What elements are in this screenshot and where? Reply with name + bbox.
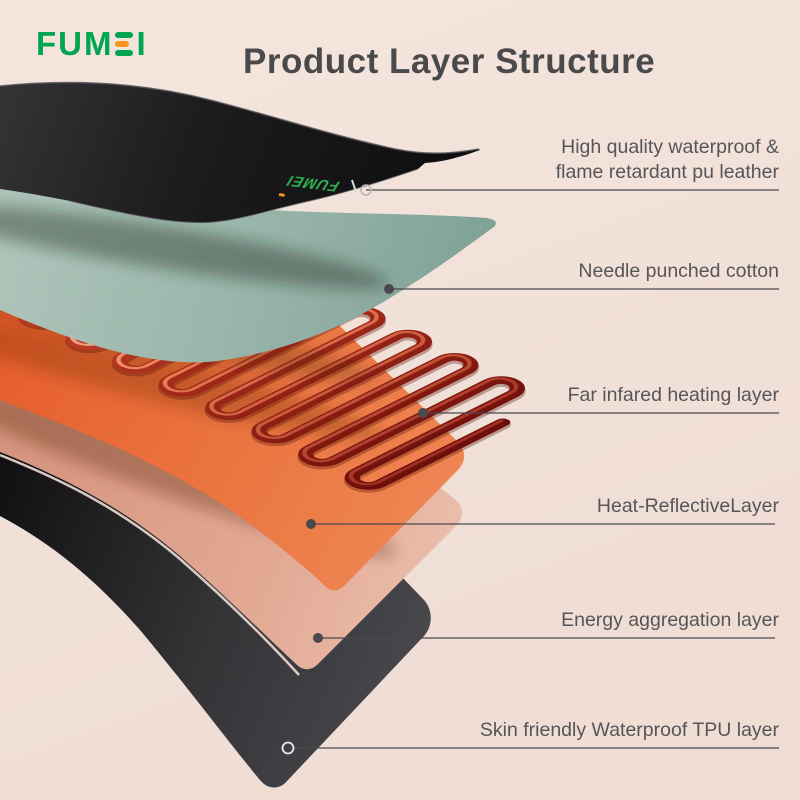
leader-dot-heating — [418, 408, 428, 418]
label-pu-leather-line1: High quality waterproof & — [561, 136, 779, 158]
label-heating: Far infared heating layer — [567, 384, 779, 406]
tpu-seam-highlight — [0, 453, 300, 676]
label-cotton: Needle punched cotton — [578, 260, 779, 282]
e-mid-bar-orange — [115, 40, 130, 47]
leader-dot-cotton — [384, 284, 394, 294]
page-title: Product Layer Structure — [243, 42, 656, 81]
layer-heating-coils — [18, 221, 526, 493]
leader-ring-leather — [360, 184, 372, 196]
surface-logo-accent — [278, 193, 285, 197]
label-aggregation: Energy aggregation layer — [561, 609, 779, 631]
leather-bottom-rim — [69, 168, 419, 224]
callout-lines — [288, 189, 779, 749]
brand-logo-text-tail: I — [136, 25, 148, 62]
e-top-bar — [115, 31, 134, 38]
label-reflective: Heat-ReflectiveLayer — [596, 495, 779, 517]
shadow-on-orange — [0, 316, 383, 440]
brand-logo-text: FUM — [36, 25, 114, 62]
leader-dot-aggregation — [313, 633, 323, 643]
shadow-on-cotton — [0, 203, 388, 289]
leader-dot-reflective — [306, 519, 316, 529]
label-tpu: Skin friendly Waterproof TPU layer — [479, 719, 779, 741]
leather-top-rim — [0, 81, 480, 154]
leather-edge-tick — [351, 179, 357, 193]
brand-logo: FUM I — [36, 27, 148, 60]
leader-ring-tpu — [281, 741, 295, 755]
label-pu-leather: High quality waterproof & flame retardan… — [556, 135, 779, 185]
surface-logo-text: FUMEI — [283, 172, 343, 194]
brand-logo-e-glyph — [115, 31, 134, 56]
label-pu-leather-line2: flame retardant pu leather — [555, 161, 779, 183]
surface-logo: FUMEI — [283, 172, 343, 194]
e-bottom-bar — [115, 49, 134, 56]
